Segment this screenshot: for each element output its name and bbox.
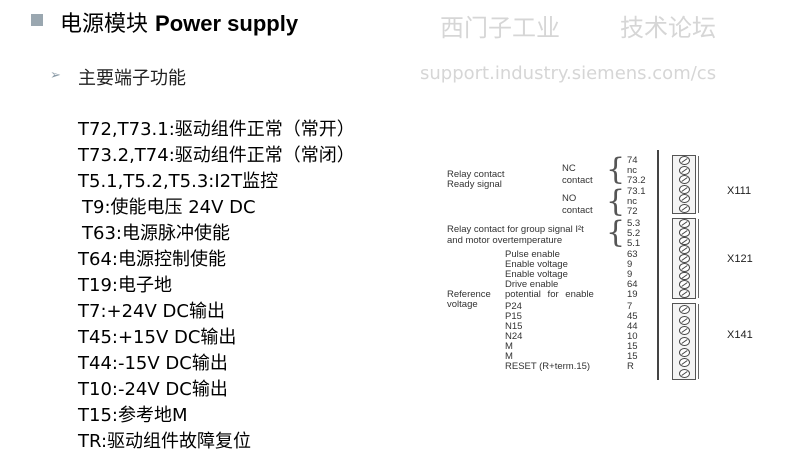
terminal-strip-x121: [672, 218, 699, 299]
connector-label-x141: X141: [727, 329, 753, 341]
screw-icon: [678, 336, 690, 346]
diagram-label: P15: [505, 311, 522, 322]
watermark: support.industry.siemens.com/cs: [420, 63, 717, 84]
square-bullet-icon: [31, 14, 43, 26]
terminal-number: nc: [627, 196, 638, 207]
terminal-number: 45: [627, 311, 638, 322]
screw-icon: [678, 227, 690, 237]
diagram-label: contact: [562, 205, 593, 216]
terminal-strip-x141: [672, 303, 699, 380]
screw-icon: [678, 194, 690, 204]
diagram-label: Enable voltage: [505, 259, 568, 270]
terminal-number: 5.2: [627, 228, 641, 239]
terminal-line: T64:电源控制使能: [78, 249, 226, 270]
terminal-number: 7: [627, 301, 633, 312]
screw-icon: [678, 184, 690, 194]
screw-icon: [678, 175, 690, 185]
terminal-number: 63: [627, 249, 638, 260]
terminal-line: T45:+15V DC输出: [78, 327, 237, 348]
screw-icon: [678, 245, 690, 255]
diagram-label: M: [505, 351, 513, 362]
diagram-label: NC: [562, 163, 576, 174]
screw-icon: [678, 262, 690, 272]
screw-icon: [678, 315, 690, 325]
screw-icon: [678, 347, 690, 357]
terminal-number: R: [627, 361, 634, 372]
brace-icon: {: [606, 152, 626, 187]
terminal-line: T73.2,T74:驱动组件正常（常闭）: [78, 145, 355, 166]
screw-icon: [678, 156, 690, 166]
terminal-strip-x111: [672, 155, 699, 214]
connector-label-x121: X121: [727, 253, 753, 265]
terminal-number: 15: [627, 341, 638, 352]
diagram-label: Pulse enable: [505, 249, 560, 260]
terminal-number: nc: [627, 165, 638, 176]
terminal-line: T19:电子地: [78, 275, 172, 296]
diagram-label: N24: [505, 331, 523, 342]
terminal-number: 10: [627, 331, 638, 342]
arrow-bullet-icon: ➢: [50, 68, 61, 83]
diagram-label: RESET (R+term.15): [505, 361, 591, 372]
terminal-line: T15:参考地M: [78, 405, 188, 426]
diagram-label: contact: [562, 175, 593, 186]
screw-icon: [678, 254, 690, 263]
terminal-number: 9: [627, 269, 633, 280]
diagram-label: NO: [562, 193, 577, 204]
diagram-label: and motor overtemperature: [447, 235, 563, 246]
terminal-line: T63:电源脉冲使能: [82, 223, 230, 244]
terminal-number: 64: [627, 279, 638, 290]
connector-label-x111: X111: [727, 185, 752, 197]
subtitle: 主要端子功能: [78, 68, 186, 89]
screw-icon: [678, 280, 690, 290]
screw-icon: [678, 219, 690, 228]
diagram-label: P24: [505, 301, 522, 312]
watermark: 西门子工业: [440, 14, 560, 42]
terminal-number: 44: [627, 321, 638, 332]
screw-icon: [678, 304, 690, 314]
diagram-label: M: [505, 341, 513, 352]
brace-icon: {: [606, 184, 626, 219]
terminal-number: 74: [627, 155, 638, 166]
diagram-label: potential for enable: [505, 289, 594, 300]
terminal-number: 73.1: [627, 186, 646, 197]
screw-icon: [678, 326, 690, 336]
terminal-line: TR:驱动组件故障复位: [78, 431, 252, 452]
diagram-label: Reference: [447, 289, 491, 300]
terminal-number: 5.1: [627, 238, 641, 249]
screw-icon: [678, 271, 690, 281]
terminal-number: 73.2: [627, 175, 646, 186]
diagram-label: Ready signal: [447, 179, 502, 190]
brace-icon: {: [606, 215, 626, 250]
screw-icon: [678, 369, 690, 379]
terminal-number: 19: [627, 289, 638, 300]
terminal-number: 9: [627, 259, 633, 270]
terminal-line: T7:+24V DC输出: [78, 301, 225, 322]
screw-icon: [678, 203, 690, 213]
screw-icon: [678, 165, 690, 175]
screw-icon: [678, 358, 690, 368]
slide-title: 电源模块 Power supply: [60, 11, 299, 37]
terminal-line: T10:-24V DC输出: [78, 379, 228, 400]
terminal-number: 5.3: [627, 218, 641, 229]
terminal-number: 15: [627, 351, 638, 362]
terminal-number: 72: [627, 206, 638, 217]
terminal-line: T72,T73.1:驱动组件正常（常开）: [78, 119, 355, 140]
diagram-label: Relay contact: [447, 169, 505, 180]
terminal-line: T5.1,T5.2,T5.3:I2T监控: [78, 171, 279, 192]
terminal-line: T9:使能电压 24V DC: [82, 197, 256, 218]
diagram-label: Drive enable: [505, 279, 559, 290]
diagram-label: N15: [505, 321, 523, 332]
terminal-line: T44:-15V DC输出: [78, 353, 228, 374]
divider-line: [657, 150, 659, 380]
watermark: 技术论坛: [620, 14, 716, 42]
screw-icon: [678, 236, 690, 246]
screw-icon: [678, 289, 690, 299]
diagram-label: voltage: [447, 299, 478, 310]
diagram-label: Enable voltage: [505, 269, 568, 280]
diagram-label: Relay contact for group signal I²t: [447, 224, 584, 235]
